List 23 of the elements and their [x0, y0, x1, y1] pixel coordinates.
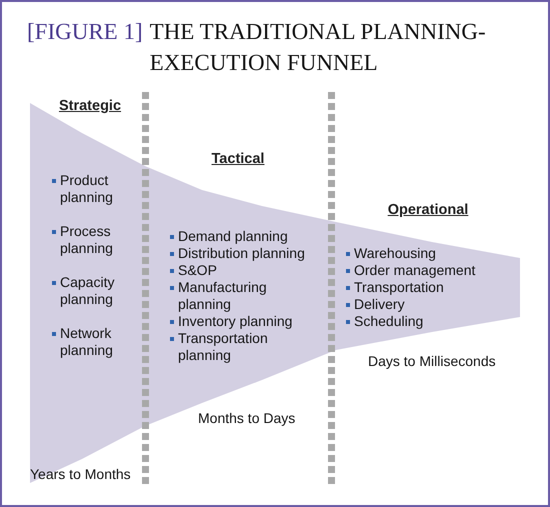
time-horizon-label: Days to Milliseconds [368, 353, 496, 369]
figure-number: [FIGURE 1] [27, 18, 143, 46]
list-item: Manufacturing planning [178, 279, 268, 313]
section-heading: Strategic [58, 98, 122, 114]
section-heading: Tactical [212, 151, 264, 167]
list-item: Capacity planning [60, 274, 116, 308]
figure-title: THE TRADITIONAL PLANNING-EXECUTION FUNNEL [150, 18, 487, 77]
list-item: Warehousing [354, 245, 436, 262]
time-horizon-label: Years to Months [30, 466, 131, 482]
section-heading: Operational [388, 202, 468, 218]
list-item: Scheduling [354, 313, 424, 330]
time-horizon-label: Months to Days [198, 410, 296, 426]
list-item: Transportation [354, 279, 444, 296]
list-item: S&OP [178, 262, 217, 279]
list-item: Delivery [354, 296, 405, 313]
list-item: Transportation planning [178, 330, 269, 364]
list-item: Distribution planning [178, 245, 305, 262]
list-item: Network planning [60, 325, 114, 359]
list-item: Demand planning [178, 228, 288, 245]
list-item: Order management [354, 262, 476, 279]
list-item: Inventory planning [178, 313, 292, 330]
list-item: Process planning [60, 223, 114, 257]
list-item: Product planning [60, 172, 114, 206]
